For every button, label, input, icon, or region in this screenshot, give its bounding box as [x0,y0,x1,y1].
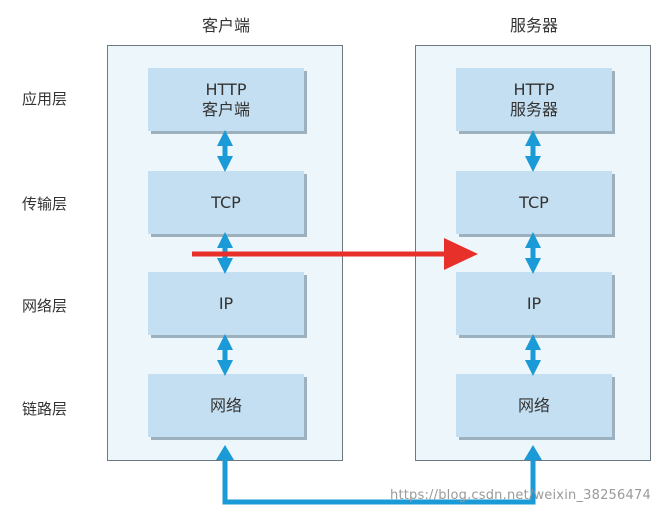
client-network-box: 网络 [148,374,304,437]
client-ip-box: IP [148,272,304,335]
layer-label-link: 链路层 [22,400,68,418]
server-network-box: 网络 [456,374,612,437]
client-ip-label: IP [218,293,234,313]
client-tcp-label: TCP [211,192,241,212]
layer-label-network: 网络层 [22,297,68,315]
server-tcp-label: TCP [519,192,549,212]
server-http-box: HTTP 服务器 [456,68,612,131]
server-ip-box: IP [456,272,612,335]
client-tcp-box: TCP [148,171,304,234]
server-role-label: 服务器 [509,99,558,119]
server-column-title: 服务器 [509,16,558,35]
physical-link-connector [222,458,536,505]
layer-label-application: 应用层 [22,90,68,108]
physical-link-arrowhead-left [216,445,234,460]
client-column-title: 客户端 [201,16,250,35]
layer-label-transport: 传输层 [22,195,68,213]
client-network-label: 网络 [209,395,242,415]
red-arrow-head [444,238,478,270]
server-network-label: 网络 [517,395,550,415]
watermark-text: https://blog.csdn.net/weixin_38256474 [390,488,651,503]
physical-link-arrowhead-right [524,445,542,460]
client-http-label: HTTP [205,79,247,99]
client-role-label: 客户端 [201,99,250,119]
client-http-box: HTTP 客户端 [148,68,304,131]
server-http-label: HTTP [513,79,555,99]
server-ip-label: IP [526,293,542,313]
server-tcp-box: TCP [456,171,612,234]
